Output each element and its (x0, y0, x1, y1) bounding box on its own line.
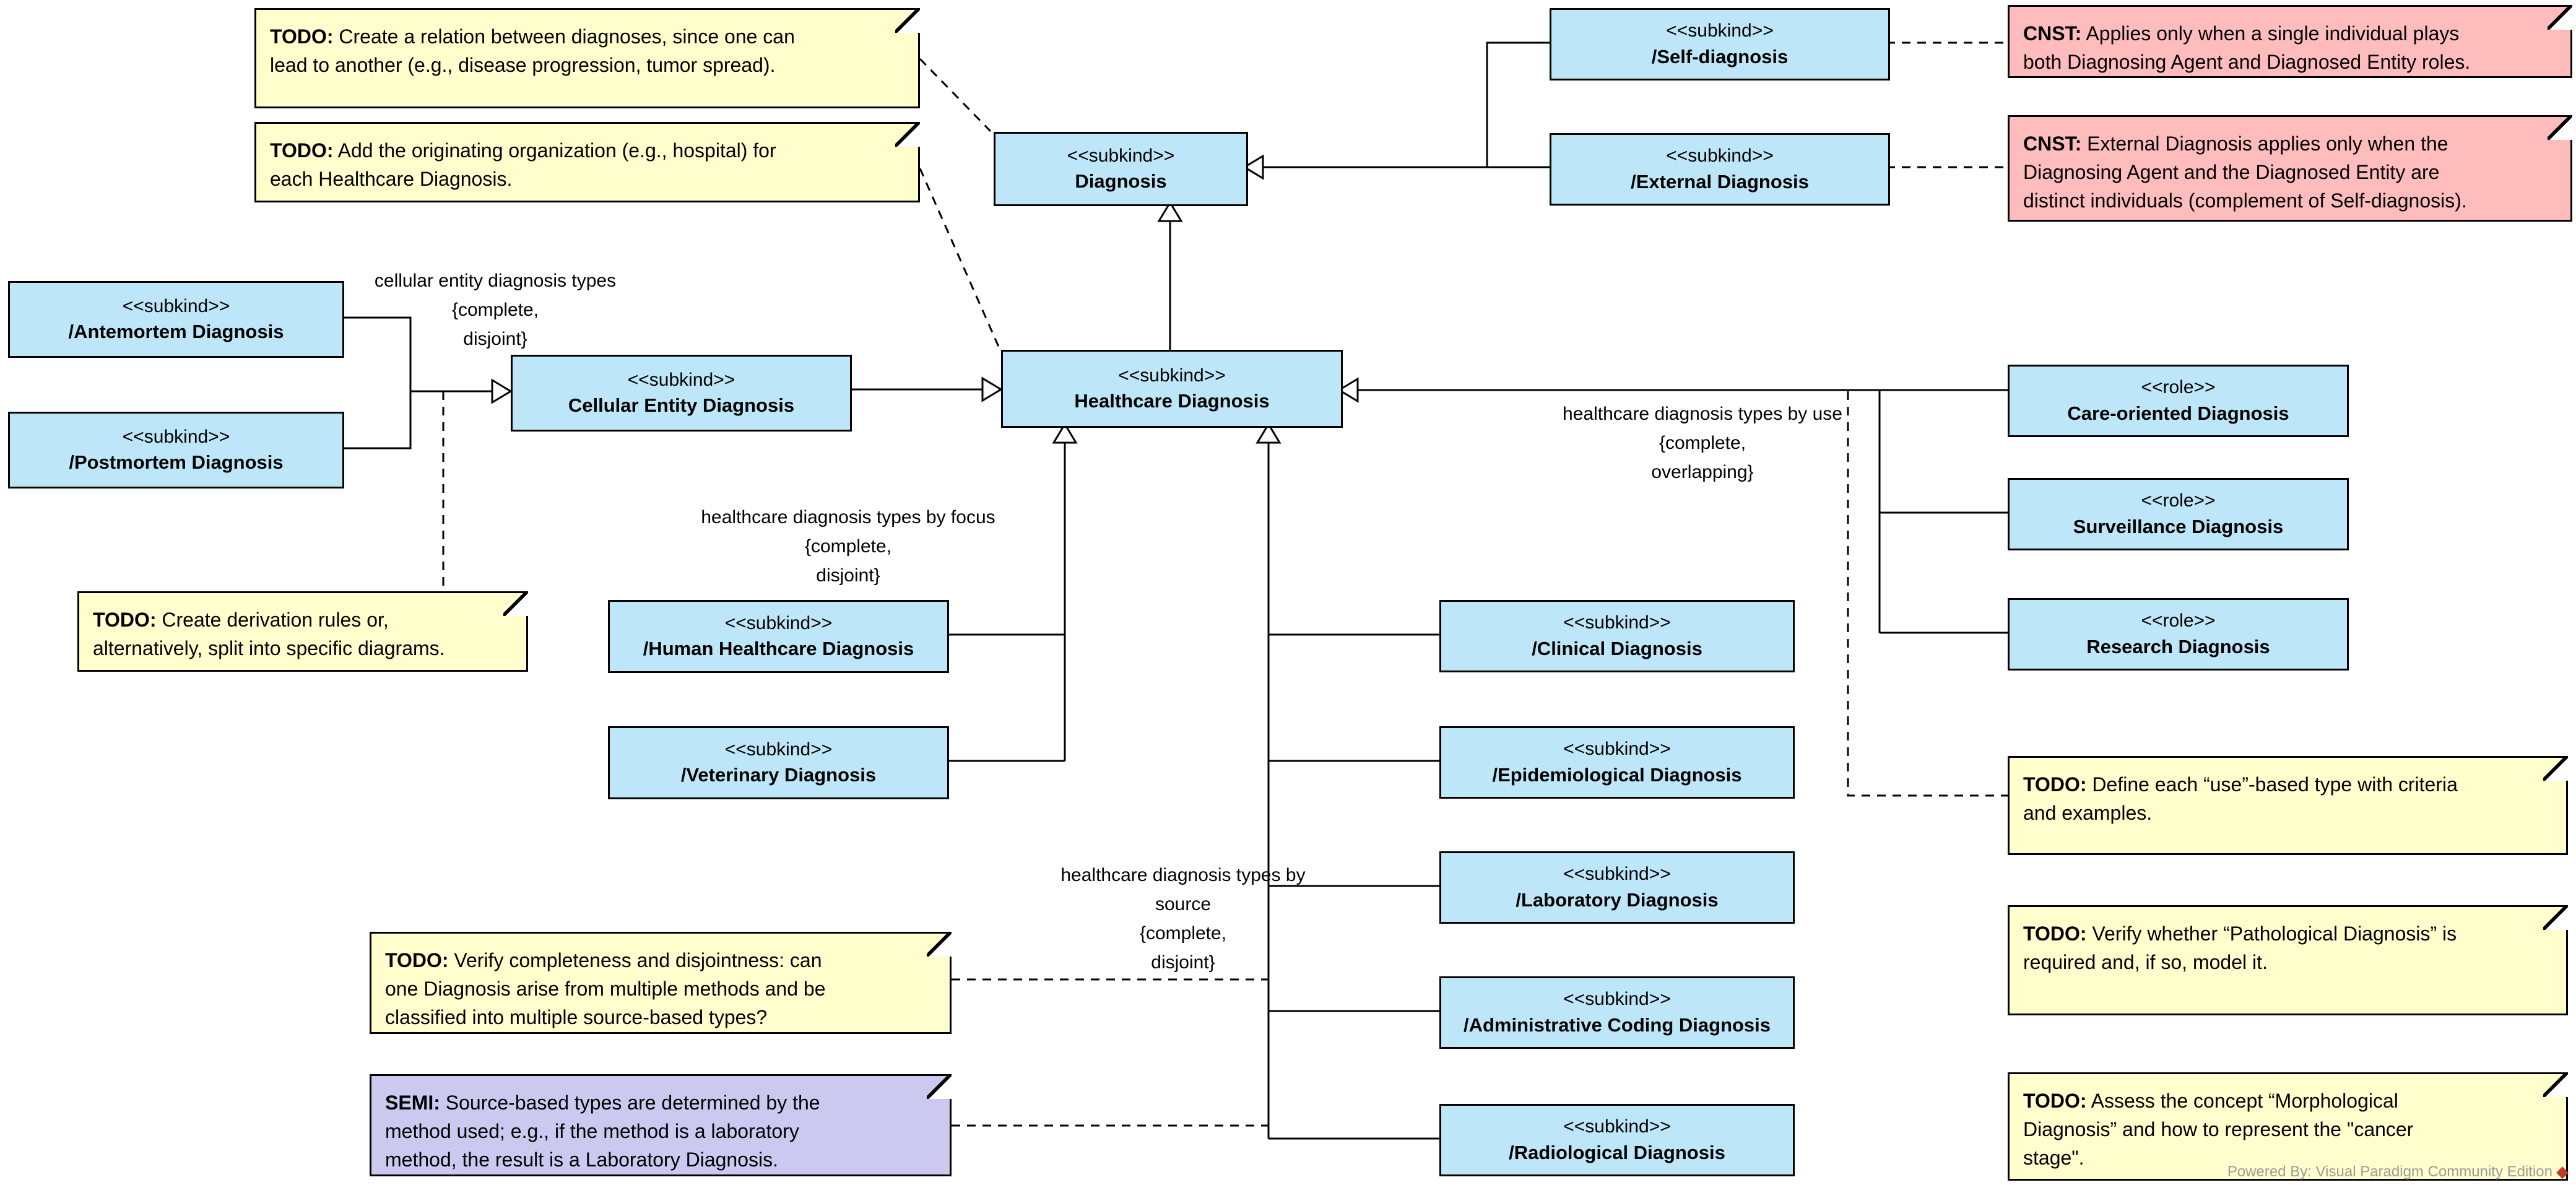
class-name: Research Diagnosis (2086, 635, 2270, 658)
class-stereotype: <<subkind>> (627, 369, 735, 390)
class-stereotype: <<role>> (2141, 610, 2216, 632)
class-stereotype: <<subkind>> (1563, 1116, 1671, 1137)
note-fold-corner-icon (895, 122, 920, 147)
genset-by-focus[interactable] (945, 422, 1078, 762)
class-cellular-entity-diagnosis[interactable]: <<subkind>> Cellular Entity Diagnosis (511, 355, 852, 432)
class-stereotype: <<subkind>> (1666, 145, 1774, 167)
note-text: TODO: Verify whether “Pathological Diagn… (2023, 922, 2457, 973)
note-todo-morphological[interactable]: TODO: Assess the concept “Morphological … (2008, 1072, 2568, 1181)
watermark: Powered By: Visual Paradigm Community Ed… (2227, 1162, 2569, 1181)
class-stereotype: <<subkind>> (122, 426, 230, 447)
class-veterinary-diagnosis[interactable]: <<subkind>> /Veterinary Diagnosis (608, 726, 949, 799)
class-antemortem-diagnosis[interactable]: <<subkind>> /Antemortem Diagnosis (8, 281, 344, 358)
gen-healthcare-to-diagnosis[interactable] (1157, 201, 1183, 350)
class-name: /Human Healthcare Diagnosis (643, 638, 914, 660)
class-postmortem-diagnosis[interactable]: <<subkind>> /Postmortem Diagnosis (8, 412, 344, 488)
note-anchor-lines[interactable] (442, 41, 2008, 1127)
genset-label-use-types: healthcare diagnosis types by use {compl… (1563, 404, 1842, 482)
note-text: TODO: Add the originating organization (… (270, 139, 776, 190)
class-stereotype: <<subkind>> (122, 295, 230, 316)
class-healthcare-diagnosis[interactable]: <<subkind>> Healthcare Diagnosis (1001, 350, 1343, 428)
class-name: Cellular Entity Diagnosis (568, 394, 795, 417)
note-text: SEMI: Source-based types are determined … (385, 1092, 820, 1171)
class-surveillance-diagnosis[interactable]: <<role>> Surveillance Diagnosis (2008, 478, 2349, 550)
class-stereotype: <<subkind>> (1563, 739, 1671, 760)
note-text: TODO: Assess the concept “Morphological … (2023, 1090, 2414, 1169)
class-name: /Postmortem Diagnosis (69, 451, 284, 474)
note-todo-originating-org[interactable]: TODO: Add the originating organization (… (254, 122, 920, 202)
class-stereotype: <<subkind>> (1563, 612, 1671, 633)
class-name: /Administrative Coding Diagnosis (1463, 1014, 1771, 1036)
gen-antemortem-postmortem-to-cellular[interactable] (340, 316, 513, 449)
class-human-healthcare-diagnosis[interactable]: <<subkind>> /Human Healthcare Diagnosis (608, 600, 949, 673)
class-name: /Antemortem Diagnosis (68, 321, 284, 343)
class-name: /External Diagnosis (1631, 170, 1809, 193)
class-stereotype: <<subkind>> (724, 612, 833, 633)
note-fold-corner-icon (927, 932, 952, 957)
genset-label-cellular-types: cellular entity diagnosis types {complet… (374, 271, 617, 349)
note-text: TODO: Define each “use”-based type with … (2023, 773, 2458, 824)
class-name: Surveillance Diagnosis (2073, 515, 2284, 537)
genset-by-source[interactable] (1255, 422, 1439, 1140)
note-todo-derivation-rules[interactable]: TODO: Create derivation rules or, altern… (77, 591, 528, 672)
class-stereotype: <<subkind>> (1067, 145, 1175, 166)
note-fold-corner-icon (895, 8, 920, 33)
note-fold-corner-icon (2543, 905, 2568, 930)
class-name: Diagnosis (1075, 170, 1167, 193)
class-name: /Radiological Diagnosis (1509, 1141, 1725, 1163)
note-fold-corner-icon (2543, 1072, 2568, 1097)
note-semi-source-based[interactable]: SEMI: Source-based types are determined … (370, 1074, 952, 1176)
class-stereotype: <<subkind>> (1563, 989, 1671, 1010)
gen-cellular-to-healthcare[interactable] (848, 376, 1003, 402)
genset-label-source-types: healthcare diagnosis types by source {co… (1060, 865, 1306, 973)
note-text: TODO: Create a relation between diagnose… (270, 25, 795, 76)
note-fold-corner-icon (927, 1074, 952, 1099)
class-care-oriented-diagnosis[interactable]: <<role>> Care-oriented Diagnosis (2008, 365, 2349, 437)
class-name: /Laboratory Diagnosis (1516, 888, 1719, 911)
class-stereotype: <<subkind>> (1563, 864, 1671, 885)
class-laboratory-diagnosis[interactable]: <<subkind>> /Laboratory Diagnosis (1439, 851, 1795, 924)
watermark-text: Powered By: Visual Paradigm Community Ed… (2227, 1163, 2552, 1180)
genset-by-use[interactable] (1337, 377, 2008, 634)
gen-self-external-to-diagnosis[interactable] (1242, 41, 1550, 180)
note-todo-disjointness[interactable]: TODO: Verify completeness and disjointne… (370, 932, 952, 1034)
note-text: TODO: Create derivation rules or, altern… (93, 609, 445, 659)
note-text: TODO: Verify completeness and disjointne… (385, 949, 826, 1028)
note-todo-relation[interactable]: TODO: Create a relation between diagnose… (254, 8, 920, 108)
note-text: CNST: External Diagnosis applies only wh… (2023, 132, 2467, 212)
class-stereotype: <<subkind>> (1666, 20, 1774, 41)
class-stereotype: <<role>> (2141, 377, 2216, 398)
class-clinical-diagnosis[interactable]: <<subkind>> /Clinical Diagnosis (1439, 600, 1795, 672)
note-fold-corner-icon (2543, 756, 2568, 781)
class-stereotype: <<role>> (2141, 490, 2216, 511)
class-name: /Self-diagnosis (1651, 45, 1789, 67)
class-stereotype: <<subkind>> (724, 739, 833, 760)
class-name: /Epidemiological Diagnosis (1492, 763, 1742, 786)
visual-paradigm-logo-icon: ◆ (2556, 1162, 2569, 1181)
class-name: Care-oriented Diagnosis (2067, 402, 2289, 424)
class-external-diagnosis[interactable]: <<subkind>> /External Diagnosis (1550, 133, 1890, 206)
class-name: Healthcare Diagnosis (1074, 390, 1270, 412)
note-fold-corner-icon (2548, 5, 2572, 30)
note-text: CNST: Applies only when a single individ… (2023, 22, 2471, 73)
class-name: /Veterinary Diagnosis (680, 764, 877, 786)
class-diagnosis[interactable]: <<subkind>> Diagnosis (994, 132, 1248, 206)
note-todo-pathological[interactable]: TODO: Verify whether “Pathological Diagn… (2008, 905, 2568, 1015)
note-cnst-self-diagnosis[interactable]: CNST: Applies only when a single individ… (2008, 5, 2572, 78)
class-research-diagnosis[interactable]: <<role>> Research Diagnosis (2008, 598, 2349, 671)
note-todo-use-based-types[interactable]: TODO: Define each “use”-based type with … (2008, 756, 2568, 855)
class-stereotype: <<subkind>> (1118, 365, 1226, 386)
class-self-diagnosis[interactable]: <<subkind>> /Self-diagnosis (1550, 8, 1890, 80)
note-fold-corner-icon (503, 591, 528, 616)
note-fold-corner-icon (2548, 115, 2572, 140)
class-name: /Clinical Diagnosis (1532, 637, 1702, 659)
class-administrative-coding-diagnosis[interactable]: <<subkind>> /Administrative Coding Diagn… (1439, 976, 1795, 1049)
class-radiological-diagnosis[interactable]: <<subkind>> /Radiological Diagnosis (1439, 1104, 1795, 1176)
note-cnst-external-diagnosis[interactable]: CNST: External Diagnosis applies only wh… (2008, 115, 2572, 222)
genset-label-focus-types: healthcare diagnosis types by focus {com… (701, 507, 995, 586)
class-epidemiological-diagnosis[interactable]: <<subkind>> /Epidemiological Diagnosis (1439, 726, 1795, 799)
